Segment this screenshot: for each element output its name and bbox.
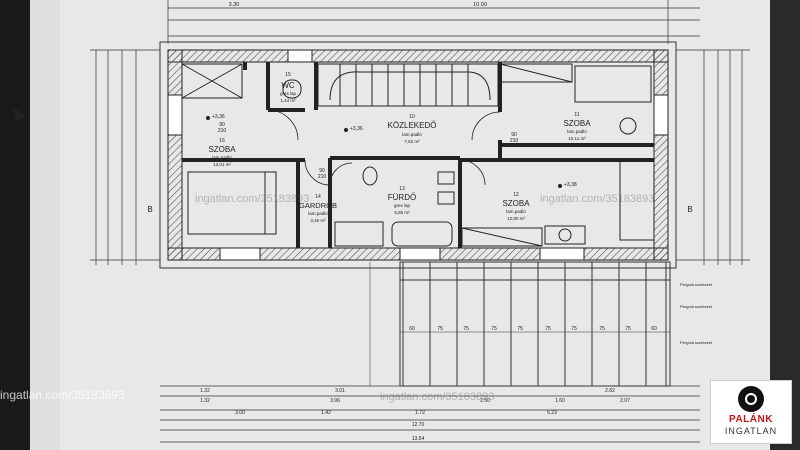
pergola-spacing-7: 75 [571,326,577,332]
room-area-16: 13,01 m² [213,162,231,167]
callout-2: Pergola szerkezet [680,304,713,309]
callout-1: Pergola szerkezet [680,282,713,287]
brand-logo-box: PALÁNK INGATLAN [710,380,792,444]
pergola-spacing-1: 60 [409,326,415,332]
brand-name: PALÁNK [729,414,773,425]
door-width-3: 90 [319,168,325,174]
room-area-13: 6,85 m² [394,210,410,215]
pergola-spacing-8: 75 [599,326,605,332]
bottom-dim-r2-4: 1.60 [555,398,565,404]
door-width-2: 90 [511,132,517,138]
room-number-16: 16 [219,138,225,144]
room-area-hall: 7,62 m² [404,139,420,144]
door-height-3: 210 [318,174,327,180]
pergola-spacing-9: 75 [625,326,631,332]
bottom-dim-r1-2: 3.01 [335,388,345,394]
vignette-right [770,0,800,450]
room-name-hall: KÖZLEKEDŐ [388,121,437,130]
pergola [399,261,671,387]
room-name-13: FÜRDŐ [388,193,416,202]
room-area-11: 10,11 m² [568,136,586,141]
section-label-left: B [147,205,152,214]
room-name-wc: WC [281,81,295,90]
top-dim-1: 3.30 [229,2,240,8]
room-area-12: 12,80 m² [507,216,525,221]
bottom-dim-r3-3: 1.72 [415,410,425,416]
bottom-dim-r1-1: 1.32 [200,388,210,394]
door-height-2: 210 [510,138,519,144]
pergola-spacing-2: 75 [437,326,443,332]
room-floor-16: lam.padló [212,155,232,160]
interior-walls [182,62,654,248]
vignette-left [0,0,30,450]
pergola-spacing-5: 75 [517,326,523,332]
room-number-12: 12 [513,192,519,198]
room-number-14: 14 [315,194,321,200]
room-floor-13: gres lap [394,203,411,208]
watermark-2: ingatlan.com/35183893 [540,193,654,205]
room-number-wc: 15 [285,72,291,78]
room-name-14: GARDRÓB [299,201,337,210]
staircase [317,63,499,107]
pergola-spacing-6: 75 [545,326,551,332]
bottom-dim-r5-1: 13.54 [412,436,425,442]
brand-mark-icon [738,386,764,412]
bottom-dim-r4-1: 12.70 [412,422,425,428]
bottom-dim-r3-1: 3.00 [235,410,245,416]
watermark-1: ingatlan.com/35183893 [195,193,309,205]
dimension-lines [90,0,750,443]
bottom-dim-r2-1: 1.32 [200,398,210,404]
door-height-1: 210 [218,128,227,134]
room-area-14: 3,46 m² [310,218,326,223]
room-floor-12: lam.padló [506,209,526,214]
room-floor-11: lam.padló [567,129,587,134]
door-width-1: 90 [219,122,225,128]
bottom-dim-r1-3: 2.82 [605,388,615,394]
windows [167,49,669,261]
room-floor-wc: gres lap [280,91,297,96]
furniture [181,63,655,247]
pergola-spacing-10: 60 [651,326,657,332]
level-mark-1: +3,36 [212,114,225,120]
door-swings [267,109,501,186]
bottom-dim-r2-2: 3.96 [330,398,340,404]
room-number-hall: 10 [409,114,415,120]
room-floor-hall: lam.padló [402,132,422,137]
room-number-13: 13 [399,186,405,192]
brand-subtitle: INGATLAN [724,426,778,436]
bottom-dim-r3-4: 5.23 [547,410,557,416]
room-area-wc: 1,44 m² [280,98,296,103]
room-number-11: 11 [574,112,579,118]
pergola-spacing-3: 75 [463,326,469,332]
bottom-dim-r2-5: 2.07 [620,398,630,404]
callout-3: Pergola szerkezet [680,340,713,345]
section-label-right: B [687,205,692,214]
level-mark-3: +3,38 [564,182,577,188]
top-dim-2: 10.00 [473,2,487,8]
bottom-dim-r3-2: 1.42 [321,410,331,416]
listing-url-overlay: ingatlan.com/35183893 [0,388,125,402]
room-floor-14: lam.padló [308,211,328,216]
room-name-12: SZOBA [502,199,530,208]
room-name-16: SZOBA [208,145,236,154]
watermark-3: ingatlan.com/35183893 [380,391,494,403]
level-mark-2: +3,36 [350,126,363,132]
pergola-spacing-4: 75 [491,326,497,332]
room-name-11: SZOBA [563,119,591,128]
bottom-dim-r2-3: 2.50 [480,398,490,404]
